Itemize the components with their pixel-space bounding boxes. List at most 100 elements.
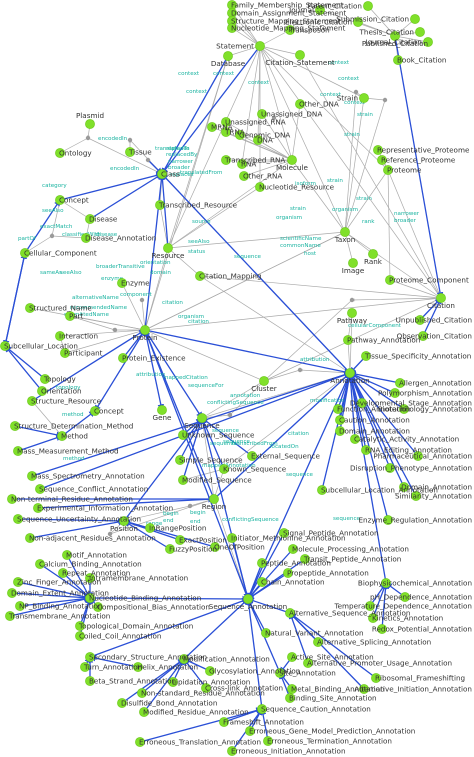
node-ribosomal-frameshifting[interactable]	[371, 673, 381, 683]
node-transmembrane-annotation[interactable]	[5, 611, 15, 621]
node-rank[interactable]	[368, 249, 378, 259]
node-signal-peptide-annotation[interactable]	[279, 528, 289, 538]
node-trna[interactable]	[221, 127, 231, 137]
node-genomic-dna[interactable]	[235, 130, 245, 140]
node-erroneous-gene-model-prediction-annotation[interactable]	[245, 726, 255, 736]
node-pathway-annotation[interactable]	[343, 335, 353, 345]
node-domain-annotation[interactable]	[335, 426, 345, 436]
node-patent-citation[interactable]	[363, 1, 373, 11]
node-pathway[interactable]	[347, 308, 357, 318]
node-sequence[interactable]	[197, 413, 207, 423]
node-tissue-specificity-annotation[interactable]	[361, 351, 371, 361]
node-redox-potential-annotation[interactable]	[377, 624, 387, 634]
node-turn-annotation[interactable]	[80, 662, 90, 672]
node-modification-annotation[interactable]	[179, 654, 189, 664]
node-alternative-initiation-annotation[interactable]	[359, 684, 369, 694]
node-disulfide-bond-annotation[interactable]	[117, 698, 127, 708]
node-method[interactable]	[57, 431, 67, 441]
node-citation-mapping[interactable]	[195, 271, 205, 281]
node-nucleotide-mapping-statement[interactable]	[227, 23, 237, 33]
node-structure-determination-method[interactable]	[10, 421, 20, 431]
node-region[interactable]	[209, 494, 219, 504]
node-topological-domain-annotation[interactable]	[75, 621, 85, 631]
node-unassigned-dna[interactable]	[257, 109, 267, 119]
node-nonadjacent-residues-annotation[interactable]	[25, 533, 35, 543]
node-lipidation-annotation[interactable]	[168, 677, 178, 687]
node-disruption-phenotype-annotation[interactable]	[385, 463, 395, 473]
node-structured-name[interactable]	[25, 303, 35, 313]
node-citation[interactable]	[436, 293, 446, 303]
node-oneof-position[interactable]	[210, 542, 220, 552]
node-reference-proteome[interactable]	[377, 155, 387, 165]
node-chain-annotation[interactable]	[257, 577, 267, 587]
node-natural-variant-annotation[interactable]	[261, 628, 271, 638]
node-annotation[interactable]	[345, 368, 355, 378]
node-molecule-processing-annotation[interactable]	[288, 544, 298, 554]
node-rna[interactable]	[237, 159, 247, 169]
node-alternative-promoter-usage-annotation[interactable]	[303, 658, 313, 668]
node-mrna[interactable]	[207, 122, 217, 132]
node-coiled-coil-annotation[interactable]	[75, 631, 85, 641]
node-enzyme[interactable]	[117, 278, 127, 288]
node-nucleotide-binding-annotation[interactable]	[85, 593, 95, 603]
node-calcium-binding-annotation[interactable]	[35, 559, 45, 569]
node-secondary-structure-annotation[interactable]	[85, 652, 95, 662]
node-other-dna[interactable]	[295, 99, 305, 109]
node-unassigned-rna[interactable]	[221, 117, 231, 127]
node-electronic-citation[interactable]	[353, 17, 363, 27]
node-external-sequence[interactable]	[247, 451, 257, 461]
node-transcribed-rna[interactable]	[221, 155, 231, 165]
node-subcellular-location[interactable]	[0, 341, 10, 351]
node-book-citation[interactable]	[393, 55, 403, 65]
node-pharmaceutical-annotation[interactable]	[413, 451, 423, 461]
node-modified-residue-annotation[interactable]	[139, 707, 149, 717]
node-developmental-stage-annotation[interactable]	[357, 398, 367, 408]
node-transit-peptide-annotation[interactable]	[300, 554, 310, 564]
node-propeptide-annotation[interactable]	[283, 568, 293, 578]
node-disease-annotation[interactable]	[81, 233, 91, 243]
node-structure-resource[interactable]	[27, 396, 37, 406]
node-ph-dependence-annotation[interactable]	[400, 592, 410, 602]
node-crosslink-annotation[interactable]	[201, 683, 211, 693]
node-repeat-annotation[interactable]	[58, 568, 68, 578]
node-experimental-information-annotation[interactable]	[33, 503, 43, 513]
node-site-annotation[interactable]	[275, 668, 285, 678]
node-transcribed-resource[interactable]	[155, 200, 165, 210]
node-interaction[interactable]	[55, 331, 65, 341]
node-nonterminal-residue-annotation[interactable]	[7, 494, 17, 504]
node-caution-annotation[interactable]	[335, 415, 345, 425]
node-sequence-conflict-annotation[interactable]	[35, 484, 45, 494]
node-molecule[interactable]	[287, 155, 297, 165]
node-tissue[interactable]	[125, 147, 135, 157]
node-kinetics-annotation[interactable]	[368, 613, 378, 623]
node-mass-measurement-method[interactable]	[13, 446, 23, 456]
node-class[interactable]	[157, 169, 167, 179]
node-statements[interactable]	[255, 41, 265, 51]
node-glycosylation-annotation[interactable]	[205, 666, 215, 676]
node-intramembrane-annotation[interactable]	[85, 573, 95, 583]
node-rna-editing-annotation[interactable]	[361, 445, 371, 455]
node-biophysicochemical-annotation[interactable]	[381, 578, 391, 588]
node-cluster[interactable]	[259, 376, 269, 386]
node-erroneous-initiation-annotation[interactable]	[227, 746, 237, 756]
node-similarity-annotation[interactable]	[411, 491, 421, 501]
node-concept[interactable]	[55, 195, 65, 205]
node-part[interactable]	[65, 311, 75, 321]
node-helix-annotation[interactable]	[133, 662, 143, 672]
node-known-sequence[interactable]	[219, 464, 229, 474]
node-cellular-component[interactable]	[20, 248, 30, 258]
node-active-site-annotation[interactable]	[287, 652, 297, 662]
node-catalytic-activity-annotation[interactable]	[350, 434, 360, 444]
node-participant[interactable]	[60, 348, 70, 358]
node-temperature-dependence-annotation[interactable]	[365, 601, 375, 611]
node-binding-site-annotation[interactable]	[285, 693, 295, 703]
node-frameshift-annotation[interactable]	[219, 717, 229, 727]
node-proteome-component[interactable]	[385, 275, 395, 285]
node-image[interactable]	[348, 258, 358, 268]
node-zinc-finger-annotation[interactable]	[13, 577, 23, 587]
node-biotechnology-annotation[interactable]	[399, 404, 409, 414]
node-mass-spectrometry-annotation[interactable]	[27, 471, 37, 481]
node-gene[interactable]	[157, 405, 167, 415]
node-protein-existence[interactable]	[118, 353, 128, 363]
node-sequence-annotation[interactable]	[243, 594, 253, 604]
